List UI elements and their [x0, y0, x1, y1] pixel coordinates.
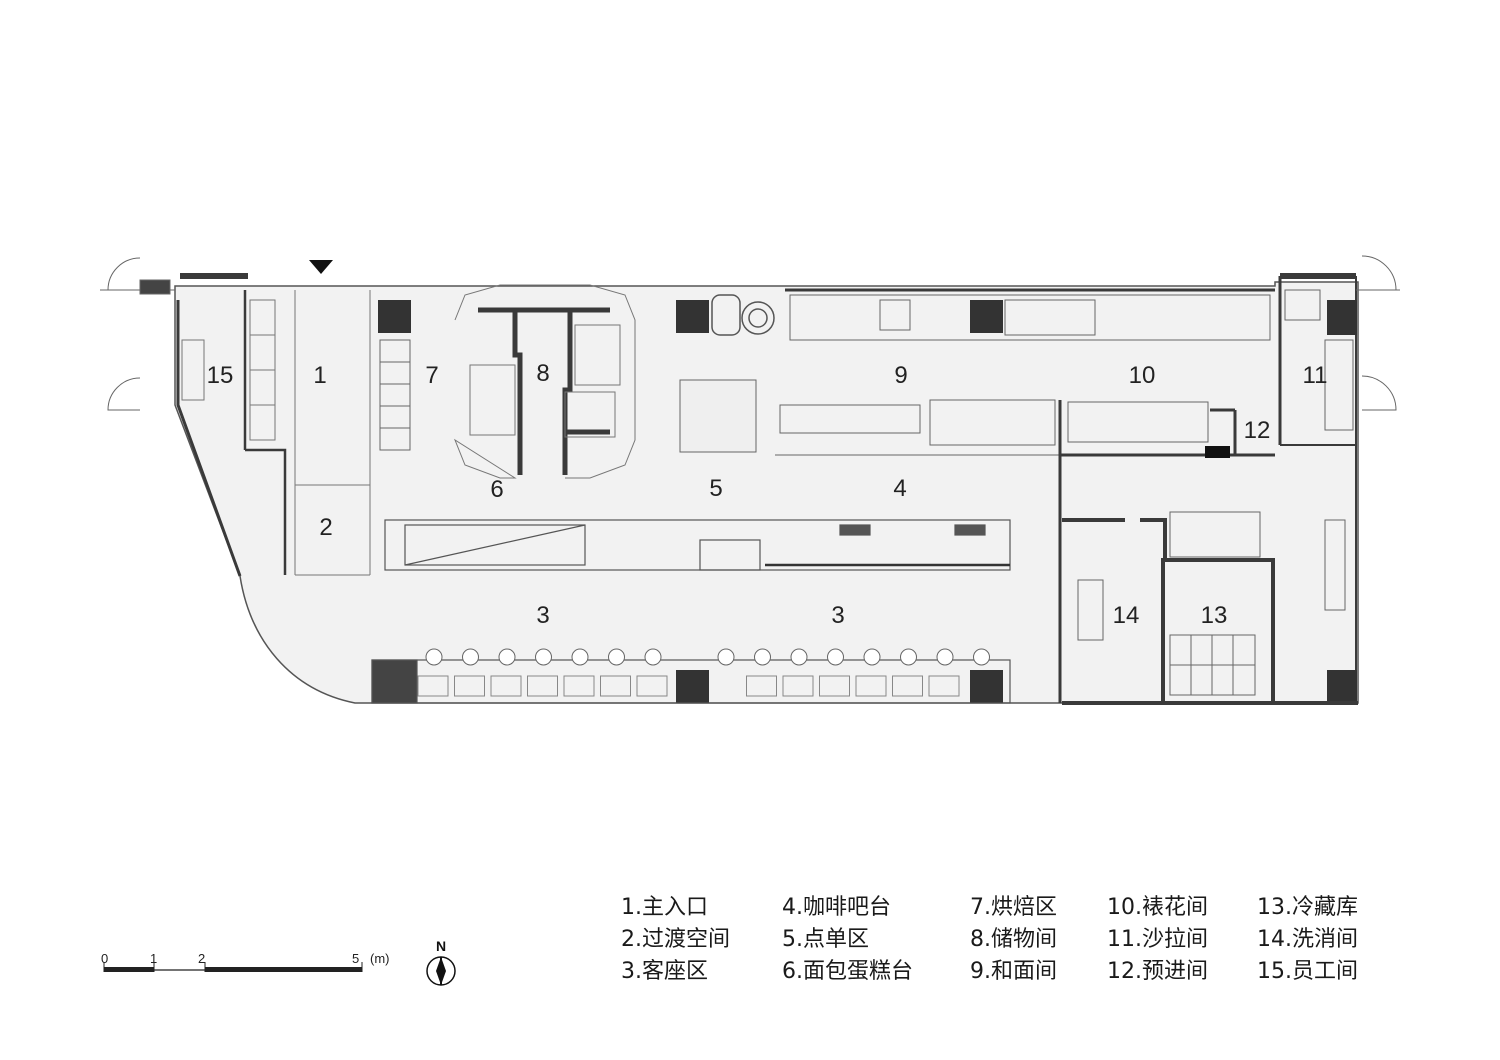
scale-bar: 0 1 2 5 (m)	[101, 951, 390, 972]
bar-stool	[462, 648, 479, 666]
bar-stool	[498, 648, 516, 666]
entrance-triangle-icon	[309, 260, 333, 274]
legend-column-4: 10.裱花间 11.沙拉间 12.预进间	[1107, 892, 1208, 988]
scale-tick-5: 5	[352, 951, 359, 966]
room-label-10: 10	[1129, 362, 1156, 389]
bench-seat	[527, 675, 558, 697]
bench-seat	[819, 675, 850, 697]
bar-stool	[571, 648, 589, 666]
bench-seat	[563, 675, 595, 697]
outer-walls	[176, 273, 1357, 703]
legend-item: 13.冷藏库	[1257, 895, 1358, 920]
legend-item: 2.过渡空间	[621, 927, 730, 952]
room-label-12: 12	[1244, 417, 1271, 444]
scale-tick-2: 2	[198, 951, 205, 966]
door-swings-right	[1356, 255, 1400, 411]
decorating-room-walls	[1058, 400, 1282, 703]
bread-display-tables	[453, 284, 636, 479]
bench-seat	[600, 675, 631, 697]
legend-item: 6.面包蛋糕台	[782, 959, 913, 984]
mixer-machines	[711, 294, 775, 336]
room-label-11: 11	[1303, 362, 1328, 389]
room-label-3-right: 3	[831, 602, 844, 629]
legend-item: 9.和面间	[970, 959, 1057, 984]
room-label-4: 4	[893, 475, 906, 502]
room-label-14: 14	[1113, 602, 1140, 629]
coffee-bar-counter	[384, 519, 1011, 571]
dough-room-counters	[775, 288, 1275, 456]
room-label-7: 7	[425, 362, 438, 389]
bench-seat	[782, 675, 814, 697]
legend-item: 15.员工间	[1257, 959, 1358, 984]
room-15-partitions	[181, 290, 287, 575]
legend-column-5: 13.冷藏库 14.洗消间 15.员工间	[1257, 892, 1358, 988]
door-swings-left	[100, 257, 175, 411]
black-fixture	[1205, 446, 1230, 458]
bench-seat	[490, 675, 522, 697]
legend-item: 14.洗消间	[1257, 927, 1358, 952]
room-label-1: 1	[313, 362, 326, 389]
legend-item: 7.烘焙区	[970, 895, 1057, 920]
legend-item: 5.点单区	[782, 927, 869, 952]
cold-storage-shelves	[1077, 511, 1346, 696]
bench-seat	[454, 675, 485, 697]
scale-unit: (m)	[370, 951, 390, 966]
north-arrow-icon: N	[426, 938, 456, 986]
bar-stool	[425, 648, 443, 666]
bar-stool	[863, 648, 881, 666]
legend-item: 4.咖啡吧台	[782, 895, 891, 920]
order-counter-block	[679, 379, 757, 453]
scale-tick-0: 0	[101, 951, 108, 966]
legend-column-2: 4.咖啡吧台 5.点单区 6.面包蛋糕台	[782, 892, 913, 988]
legend-column-3: 7.烘焙区 8.储物间 9.和面间	[970, 892, 1057, 988]
guest-seating-bench	[371, 659, 1011, 704]
bar-stools	[425, 648, 990, 666]
bench-seat	[636, 675, 668, 697]
bench-seat	[746, 675, 777, 697]
legend-column-1: 1.主入口 2.过渡空间 3.客座区	[621, 892, 730, 988]
north-letter: N	[436, 938, 446, 954]
room-label-2: 2	[319, 514, 332, 541]
room-label-6: 6	[490, 476, 503, 503]
bench-seats	[417, 675, 960, 697]
entrance-lines	[294, 290, 371, 576]
bar-stool	[644, 648, 662, 666]
legend-item: 3.客座区	[621, 959, 708, 984]
room-label-8: 8	[536, 360, 549, 387]
scale-tick-1: 1	[150, 951, 157, 966]
legend-item: 1.主入口	[621, 895, 708, 920]
legend-item: 11.沙拉间	[1107, 927, 1208, 952]
bench-seat	[928, 675, 960, 697]
legend-item: 10.裱花间	[1107, 895, 1208, 920]
room-label-13: 13	[1201, 602, 1228, 629]
room-label-3-left: 3	[536, 602, 549, 629]
bar-stool	[717, 648, 735, 666]
bench-seat	[417, 675, 449, 697]
salad-room-fixtures	[1280, 289, 1356, 446]
room-label-15: 15	[207, 362, 234, 389]
bar-stool	[900, 648, 917, 666]
bar-stool	[790, 648, 808, 666]
legend-item: 8.储物间	[970, 927, 1057, 952]
wash-and-cold-rooms	[1062, 518, 1358, 705]
room-label-5: 5	[709, 475, 722, 502]
legend-item: 12.预进间	[1107, 959, 1208, 984]
bench-seat	[892, 675, 923, 697]
bench-seat	[855, 675, 887, 697]
floor-area	[174, 281, 1359, 704]
bar-stool	[535, 648, 552, 666]
bar-stool	[754, 648, 771, 666]
bar-stool	[936, 648, 954, 666]
room-label-9: 9	[894, 362, 907, 389]
baking-racks	[379, 339, 411, 451]
bar-stool	[608, 648, 625, 666]
bar-stool	[973, 648, 990, 666]
bar-stool	[827, 648, 844, 666]
